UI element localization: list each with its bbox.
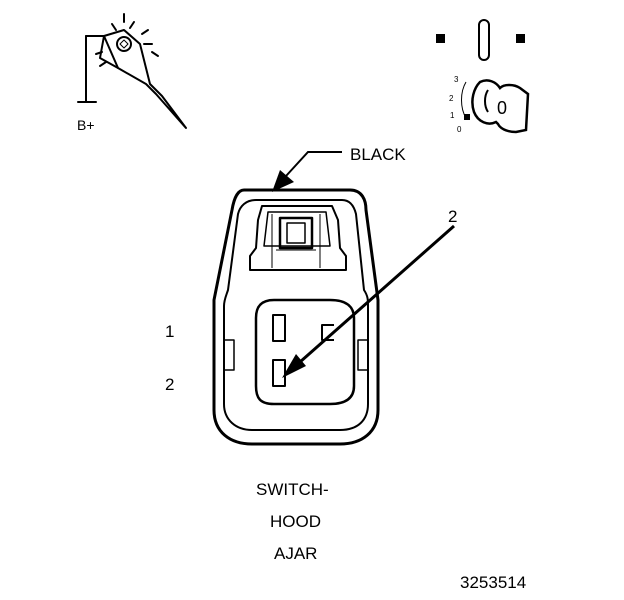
- pin-2-label: 2: [165, 375, 174, 394]
- supply-label: B+: [77, 117, 95, 133]
- ignition-position-3: 3: [454, 75, 459, 84]
- ignition-key-icon: [436, 19, 530, 134]
- connector-color-label: BLACK: [350, 145, 406, 164]
- callout-pin-number: 2: [448, 207, 457, 226]
- pin-callout-arrow: [282, 224, 455, 378]
- test-light-probe-icon: [77, 13, 187, 129]
- key-mark: 0: [497, 98, 507, 118]
- figure-id: 3253514: [460, 573, 526, 592]
- color-callout-arrow: [272, 151, 342, 192]
- ignition-position-0: 0: [457, 125, 462, 134]
- ignition-position-1: 1: [450, 111, 455, 120]
- ignition-position-2: 2: [449, 94, 454, 103]
- component-name-line-2: HOOD: [270, 512, 321, 531]
- component-name-line-1: SWITCH-: [256, 480, 329, 499]
- pin-1-label: 1: [165, 322, 174, 341]
- connector-body: [212, 188, 380, 446]
- component-name-line-3: AJAR: [274, 544, 317, 563]
